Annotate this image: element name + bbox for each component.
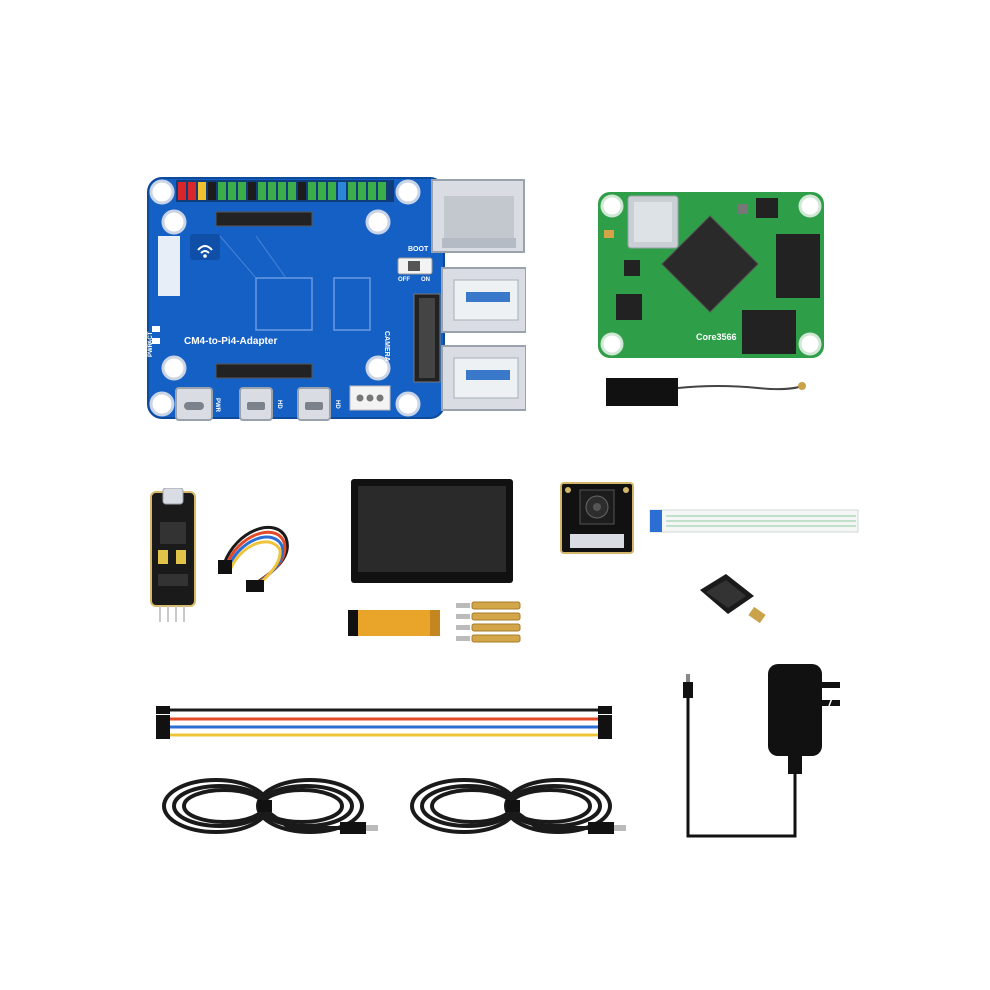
long-jumper-wires [154,704,614,742]
usb-label-bottom: USB [482,337,497,344]
fpc-cable-display [346,606,442,640]
adapter-board-graphic [147,177,527,421]
usb-label-top: USB [482,259,497,266]
lcd-display [350,478,514,584]
standoffs [452,600,524,644]
pwr-led-label: PWR [148,343,154,357]
jumper-wire-bundle [216,520,296,592]
adapter-board: CM4-to-Pi4-Adapter BOOT OFF ON USB USB C… [146,176,527,421]
core-module-graphic [598,192,824,358]
power-supply [676,660,846,846]
antenna [604,376,810,410]
on-label: ON [421,277,430,283]
camera-module [560,482,634,554]
hdmi-adapter [696,570,768,630]
usb-cable-2 [408,770,628,842]
core-module: Core3566 [596,190,826,360]
fpc-cable-camera [648,506,860,536]
core-module-name: Core3566 [696,332,737,342]
hd-label-1: HD [276,400,282,409]
pwr-port-label: PWR [214,398,220,412]
off-label: OFF [398,277,410,283]
adapter-board-name: CM4-to-Pi4-Adapter [184,336,278,347]
act-led-label: ACT [148,331,154,344]
usb-cable-1 [160,770,380,842]
usb-uart-board [148,487,198,624]
boot-label: BOOT [408,246,429,253]
camera-label: CAMERA [383,331,390,362]
hd-label-2: HD [334,400,340,409]
